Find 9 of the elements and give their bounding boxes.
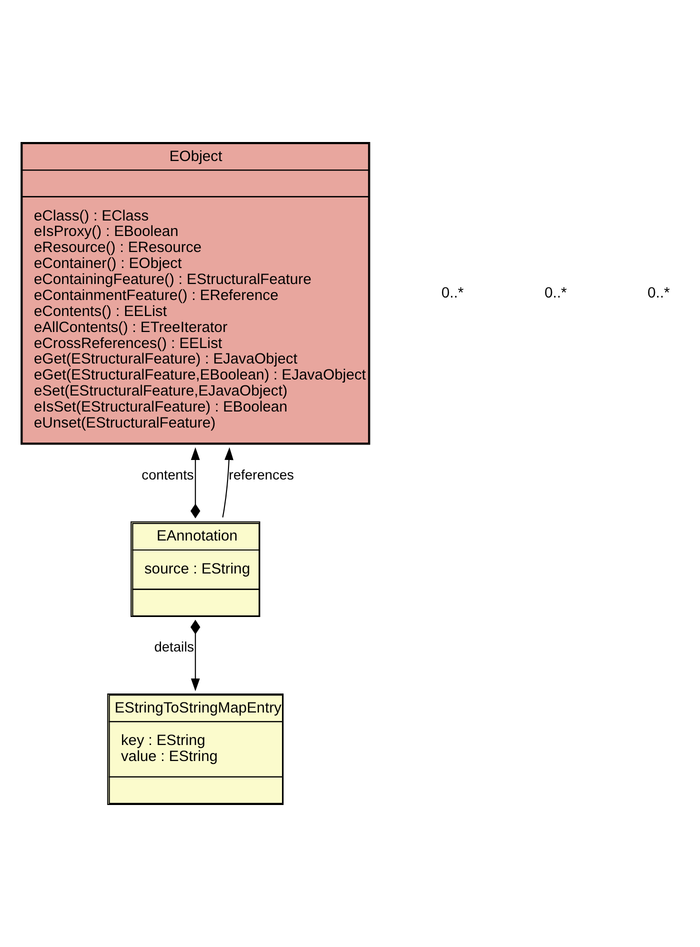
edge-label: references xyxy=(228,466,294,483)
edge-label: contents xyxy=(142,466,194,483)
label: 0..* xyxy=(648,285,670,302)
arrow xyxy=(190,620,200,692)
arrow xyxy=(222,447,234,518)
label: 0..* xyxy=(441,285,464,302)
label: 0..* xyxy=(544,285,567,302)
edge-label: details xyxy=(154,638,194,655)
arrow xyxy=(190,447,200,518)
